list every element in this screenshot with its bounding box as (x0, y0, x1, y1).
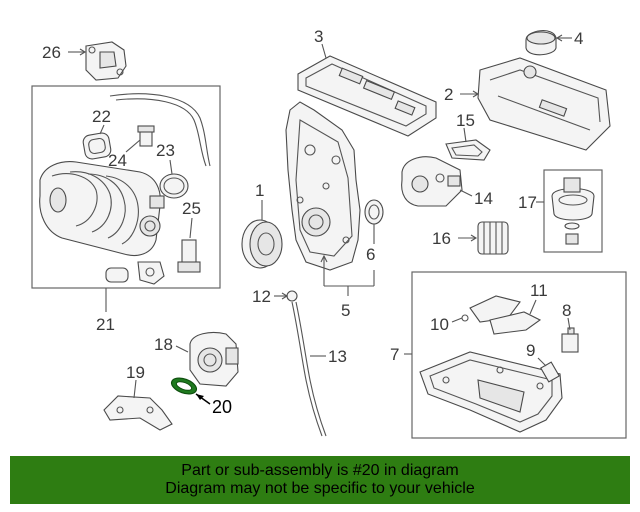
label-10: 10 (430, 315, 449, 334)
label-20: 20 (212, 397, 232, 417)
label-15: 15 (456, 111, 475, 130)
label-22: 22 (92, 107, 111, 126)
part-18-throttle-body: 18 (154, 331, 239, 387)
label-13: 13 (328, 347, 347, 366)
label-11: 11 (530, 281, 548, 300)
label-23: 23 (156, 141, 175, 160)
label-4: 4 (574, 29, 583, 48)
hose-line (109, 93, 211, 167)
part-10-11-baffle: 10 11 (430, 281, 548, 335)
banner-line-2: Diagram may not be specific to your vehi… (165, 480, 475, 497)
label-19: 19 (126, 363, 145, 382)
label-9: 9 (526, 341, 535, 360)
label-14: 14 (474, 189, 493, 208)
part-1-crank-pulley: 1 (241, 181, 283, 269)
part-17-filter-housing: 17 (518, 177, 595, 245)
label-21: 21 (96, 315, 115, 334)
manifold-small-parts (105, 261, 165, 285)
part-19-bracket: 19 (103, 363, 173, 431)
part-15-gasket: 15 (445, 111, 491, 161)
banner-line-1: Part or sub-assembly is #20 in diagram (181, 462, 459, 479)
box-group-17 (543, 169, 603, 253)
part-12-13-dipstick: 12 13 (252, 287, 347, 437)
label-17: 17 (518, 193, 537, 212)
label-2: 2 (444, 85, 453, 104)
parts-diagram: 26 22 24 23 (31, 27, 627, 439)
part-9-washer: 9 (526, 341, 560, 383)
oil-pan (419, 351, 563, 433)
label-26: 26 (42, 43, 61, 62)
part-24-fitting: 24 (108, 125, 155, 170)
box-group-21 (31, 85, 221, 289)
label-25: 25 (182, 199, 201, 218)
part-26-engine-mount: 26 (42, 41, 127, 81)
part-3-valve-cover-gasket: 3 (297, 27, 437, 137)
part-16-oil-filter: 16 (432, 221, 509, 255)
label-5: 5 (341, 301, 350, 320)
part-20-gasket-highlighted: 20 (170, 377, 232, 417)
label-6: 6 (366, 245, 375, 264)
part-25-sensor: 25 (177, 199, 201, 273)
info-banner: Part or sub-assembly is #20 in diagram D… (10, 456, 630, 504)
label-3: 3 (314, 27, 323, 46)
label-12: 12 (252, 287, 271, 306)
part-4-oil-cap: 4 (525, 29, 583, 56)
label-7: 7 (390, 345, 399, 364)
part-2-valve-cover: 2 (444, 57, 611, 151)
timing-cover (285, 101, 361, 271)
intake-manifold (39, 161, 165, 257)
label-18: 18 (154, 335, 173, 354)
part-6-seal: 6 (364, 199, 384, 264)
label-24: 24 (108, 151, 127, 170)
label-1: 1 (255, 181, 264, 200)
box-group-7 (411, 271, 627, 439)
part-8-drain-plug: 8 (561, 301, 579, 353)
label-5-group: 5 (320, 254, 375, 320)
label-8: 8 (562, 301, 571, 320)
part-22-gasket: 22 (82, 107, 112, 160)
part-14-oil-pump: 14 (401, 156, 493, 208)
label-16: 16 (432, 229, 451, 248)
part-23-o-ring: 23 (156, 141, 189, 199)
